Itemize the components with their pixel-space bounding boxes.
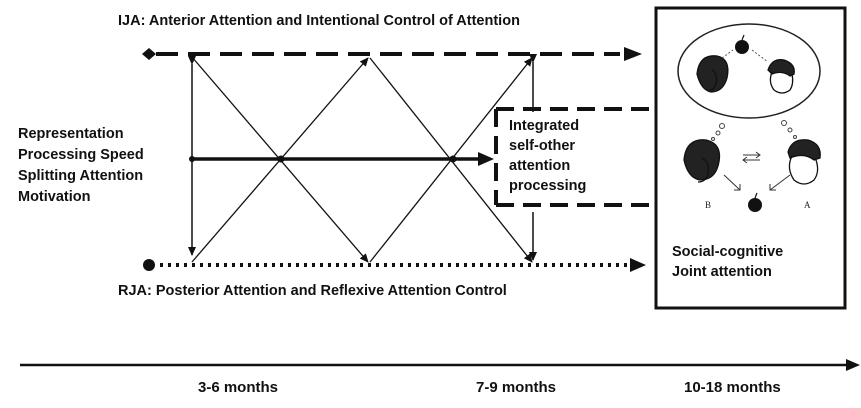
- timeline-arrowhead: [846, 359, 860, 371]
- social-cognitive-box: [654, 6, 847, 310]
- lower-face-girl-icon: [683, 139, 721, 183]
- factor-processing-speed: Processing Speed: [18, 147, 144, 163]
- factors-list: Representation Processing Speed Splittin…: [18, 124, 144, 208]
- ija-label: IJA: Anterior Attention and Intentional …: [118, 13, 520, 29]
- timeline-label-10-18: 10-18 months: [684, 379, 781, 396]
- social-line-1: Social-cognitive: [672, 244, 784, 260]
- figure-letter-b: B: [705, 200, 712, 210]
- bubble-apple-icon: [721, 34, 769, 63]
- thought-bubble: [677, 23, 821, 119]
- rja-label: RJA: Posterior Attention and Reflexive A…: [118, 283, 507, 299]
- lower-face-boy-icon: [787, 139, 821, 185]
- timeline-label-3-6: 3-6 months: [198, 379, 279, 396]
- timeline-label-7-9: 7-9 months: [476, 379, 557, 396]
- bubble-face-girl-icon: [696, 55, 729, 93]
- factor-splitting-attention: Splitting Attention: [18, 168, 144, 184]
- integrated-line-3: attention: [509, 158, 571, 174]
- lower-gaze-lines: [723, 174, 791, 191]
- thought-bubble-dots: [711, 120, 797, 141]
- figure-letter-a: A: [804, 200, 811, 210]
- rja-arrowhead: [630, 258, 646, 272]
- rja-start-dot: [143, 259, 155, 271]
- integrated-line-1: Integrated: [509, 118, 580, 134]
- ija-start-diamond: [142, 48, 156, 60]
- integrated-line-2: self-other: [509, 138, 576, 154]
- factor-motivation: Motivation: [18, 189, 91, 205]
- integrated-line-4: processing: [509, 178, 587, 194]
- factor-representation: Representation: [18, 126, 124, 142]
- social-line-2: Joint attention: [672, 264, 772, 280]
- cross-connections: [191, 56, 533, 263]
- social-cognitive-label: Social-cognitive Joint attention: [672, 242, 783, 282]
- integrated-label: Integrated self-other attention processi…: [509, 116, 586, 196]
- middle-arrowhead: [478, 152, 494, 166]
- lower-apple-icon: [748, 192, 762, 212]
- integrated-box: [494, 107, 656, 207]
- exchange-arrows-icon: [742, 151, 761, 164]
- bubble-face-boy-icon: [767, 59, 795, 94]
- ija-arrowhead: [624, 47, 642, 61]
